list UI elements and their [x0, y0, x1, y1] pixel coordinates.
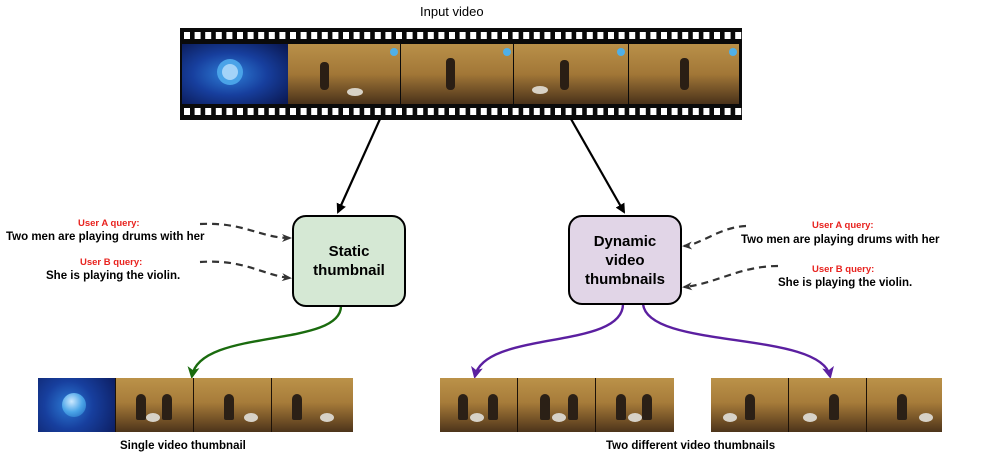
- single-thumbnail-strip: [38, 378, 353, 432]
- thumb-frame: [272, 378, 353, 432]
- arrow-static-to-output: [187, 305, 343, 379]
- input-video-filmstrip: [180, 28, 742, 120]
- static-thumbnail-box: Static thumbnail: [292, 215, 406, 307]
- arrow-dynamic-to-output-b: [641, 303, 834, 379]
- dynamic-thumbnail-strip-a: [440, 378, 674, 432]
- query-a-to-dynamic: [682, 224, 747, 250]
- caption-single-thumbnail: Single video thumbnail: [120, 440, 246, 452]
- query-a-to-static: [199, 222, 292, 242]
- query-b-to-dynamic: [682, 264, 779, 291]
- input-video-title: Input video: [420, 4, 484, 19]
- static-box-line2: thumbnail: [313, 262, 385, 279]
- thumb-frame: [711, 378, 789, 432]
- dynamic-box-line3: thumbnails: [584, 270, 665, 288]
- arrow-video-to-static: [336, 118, 382, 214]
- right-user-b-heading: User B query:: [812, 264, 875, 275]
- right-user-a-heading: User A query:: [812, 220, 874, 231]
- static-box-line1: Static: [328, 243, 370, 260]
- thumb-frame: [518, 378, 596, 432]
- arrow-dynamic-to-output-a: [471, 303, 625, 379]
- left-user-b-query: She is playing the violin.: [46, 270, 181, 282]
- right-user-a-query: Two men are playing drums with her: [741, 234, 940, 246]
- thumb-frame: [194, 378, 272, 432]
- left-user-a-heading: User A query:: [78, 218, 140, 229]
- thumb-frame: [789, 378, 867, 432]
- left-user-a-query: Two men are playing drums with her: [6, 231, 205, 243]
- dynamic-thumbnails-box: Dynamic video thumbnails: [568, 215, 682, 305]
- thumb-frame: [116, 378, 194, 432]
- right-user-b-query: She is playing the violin.: [778, 277, 913, 289]
- dynamic-thumbnail-strip-b: [711, 378, 942, 432]
- caption-two-thumbnails: Two different video thumbnails: [606, 440, 776, 452]
- arrow-video-to-dynamic: [570, 118, 625, 214]
- left-user-b-heading: User B query:: [80, 257, 143, 268]
- thumb-frame: [596, 378, 674, 432]
- thumb-frame: [440, 378, 518, 432]
- dynamic-box-line2: video: [605, 251, 645, 269]
- thumb-frame: [867, 378, 942, 432]
- query-b-to-static: [199, 260, 292, 282]
- thumb-frame-logo: [38, 378, 116, 432]
- dynamic-box-line1: Dynamic: [593, 232, 657, 250]
